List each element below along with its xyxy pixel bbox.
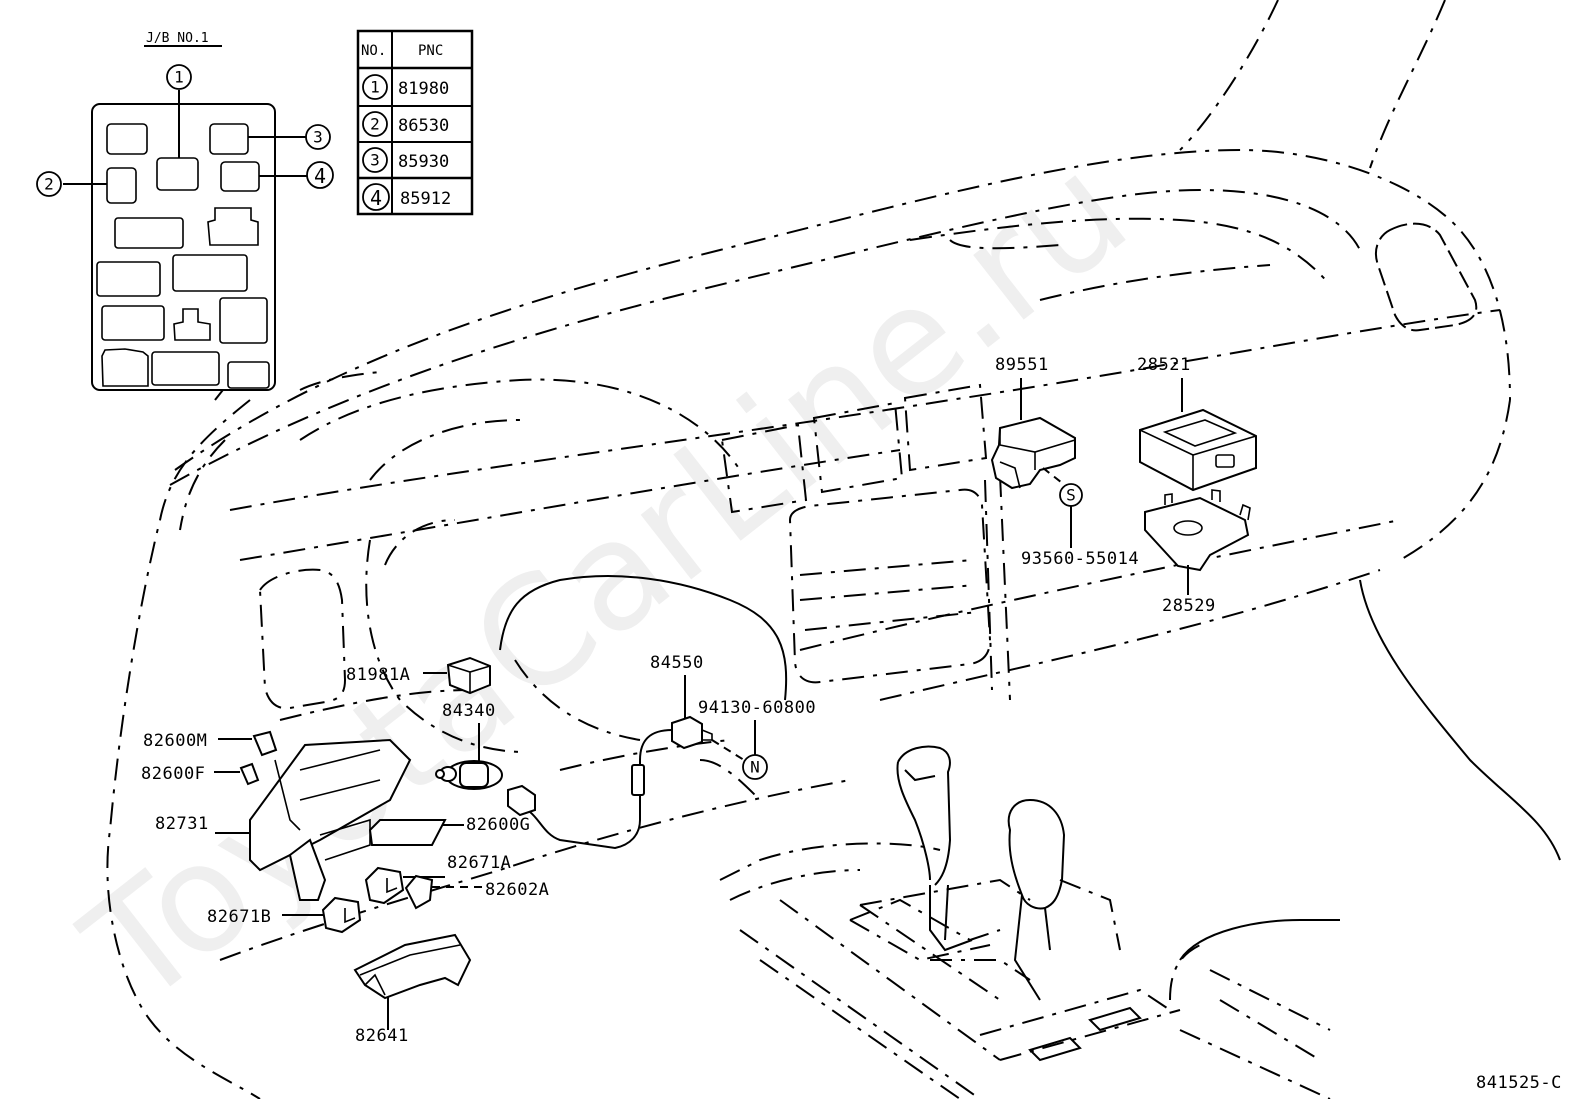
part-28521-unit[interactable] [1139, 408, 1257, 492]
svg-text:2: 2 [370, 115, 380, 134]
jb-callout-1: 1 [166, 64, 192, 90]
jb-callout-4: 4 [306, 161, 334, 189]
junction-block-inset: J/B NO.1 1 2 3 [36, 31, 334, 391]
transfer-shift-lever [1007, 798, 1066, 1001]
svg-text:3: 3 [313, 128, 323, 147]
table-row: 4 85912 [362, 183, 451, 211]
svg-text:85912: 85912 [400, 189, 451, 209]
svg-text:1: 1 [174, 68, 184, 87]
part-28529-bracket[interactable] [1144, 489, 1251, 572]
label-81981A: 81981A [346, 665, 410, 685]
pnc-table: NO. PNC 1 81980 2 86530 3 85930 4 85912 [356, 29, 474, 216]
svg-text:4: 4 [314, 164, 326, 188]
socket-1 [156, 157, 199, 191]
svg-text:86530: 86530 [398, 116, 449, 136]
part-82671B-relay[interactable] [321, 896, 362, 934]
dashboard-outline [106, 0, 1561, 1100]
part-82600F-fuse[interactable] [239, 762, 260, 786]
part-82600M-fuse[interactable] [252, 730, 278, 757]
label-82641: 82641 [355, 1026, 409, 1046]
label-28521: 28521 [1137, 355, 1191, 375]
socket-3 [209, 123, 249, 155]
part-82731-junction-block[interactable] [249, 738, 412, 901]
svg-text:3: 3 [370, 151, 380, 170]
table-row: 1 81980 [362, 74, 449, 100]
label-82600M: 82600M [143, 731, 207, 751]
part-81981A-relay[interactable] [446, 656, 491, 695]
junction-block-body [91, 103, 276, 391]
svg-text:1: 1 [370, 78, 380, 97]
label-82600G: 82600G [466, 815, 530, 835]
jb-callout-2: 2 [36, 171, 62, 197]
socket-2 [106, 167, 137, 204]
label-82600F: 82600F [141, 764, 205, 784]
label-28529: 28529 [1162, 596, 1216, 616]
label-93560-55014: 93560-55014 [1021, 549, 1139, 569]
label-82671B: 82671B [207, 907, 271, 927]
label-84550: 84550 [650, 653, 704, 673]
label-82602A: 82602A [485, 880, 549, 900]
part-84550-sensor[interactable] [507, 715, 713, 850]
part-89551-module[interactable] [990, 416, 1076, 490]
junction-block-title: J/B NO.1 [146, 31, 209, 46]
part-84340-switch[interactable] [435, 760, 503, 790]
table-header-no: NO. [361, 43, 386, 59]
part-82602A-relay[interactable] [404, 874, 434, 910]
label-82671A: 82671A [447, 853, 511, 873]
automatic-shift-lever [849, 745, 1001, 962]
figure-id: 841525-C [1476, 1073, 1562, 1093]
nut-symbol: N [742, 754, 768, 780]
table-row: 3 85930 [362, 147, 449, 173]
label-82731: 82731 [155, 814, 209, 834]
label-94130-60800: 94130-60800 [698, 698, 816, 718]
part-82600G-fuse[interactable] [368, 819, 447, 846]
svg-text:85930: 85930 [398, 152, 449, 172]
svg-text:N: N [750, 758, 760, 777]
svg-text:81980: 81980 [398, 79, 449, 99]
label-89551: 89551 [995, 355, 1049, 375]
svg-text:2: 2 [44, 175, 54, 194]
svg-text:4: 4 [370, 186, 382, 210]
table-row: 2 86530 [362, 111, 449, 137]
part-82671A-relay[interactable] [364, 866, 405, 905]
jb-callout-3: 3 [305, 124, 331, 150]
svg-text:S: S [1066, 486, 1076, 505]
table-header-pnc: PNC [418, 43, 443, 59]
label-84340: 84340 [442, 701, 496, 721]
screw-symbol: S [1059, 483, 1083, 507]
part-82641-ecu[interactable] [353, 933, 472, 1000]
